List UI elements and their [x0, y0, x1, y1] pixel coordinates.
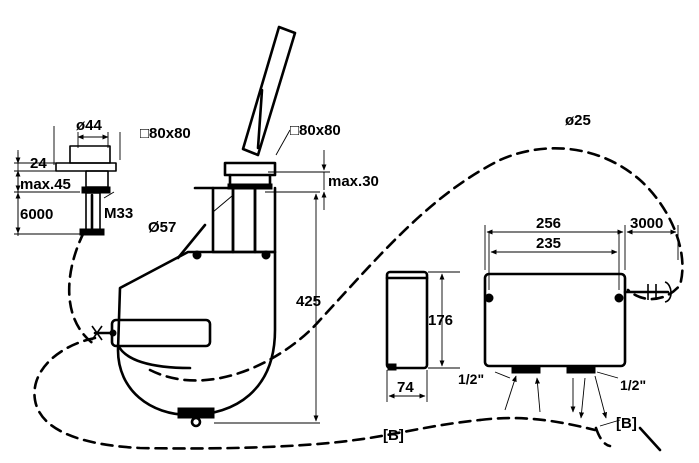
label-dim235: 235: [536, 235, 561, 252]
dashed-cable-lines: [33, 147, 684, 450]
label-dim256: 256: [536, 215, 561, 232]
label-dim176: 176: [428, 312, 453, 329]
label-d25: ø25: [565, 112, 591, 129]
label-dim6000: 6000: [20, 206, 53, 223]
label-d57: Ø57: [148, 219, 176, 236]
mounting-detail: [14, 126, 121, 236]
dimension-labels: ø44 □80x80 24 max.45 M33 6000 □80x80 max…: [20, 112, 663, 444]
label-half-inch-left: 1/2": [458, 371, 484, 387]
control-box-front: [483, 225, 679, 452]
label-sq80-left: □80x80: [140, 125, 191, 142]
label-d44: ø44: [76, 117, 103, 134]
label-dim24: 24: [30, 155, 47, 172]
control-box-side: [385, 270, 460, 402]
label-max45: max.45: [20, 176, 71, 193]
label-dim3000: 3000: [630, 215, 663, 232]
label-dim74: 74: [397, 379, 414, 396]
label-max30: max.30: [328, 173, 379, 190]
label-dim425: 425: [296, 293, 321, 310]
label-b-left: [B]: [383, 427, 404, 444]
label-m33: M33: [104, 205, 133, 222]
label-half-inch-right: 1/2": [620, 377, 646, 393]
dispenser-body: [91, 25, 330, 428]
label-sq80-right: □80x80: [290, 122, 341, 139]
label-b-right: [B]: [616, 415, 637, 432]
